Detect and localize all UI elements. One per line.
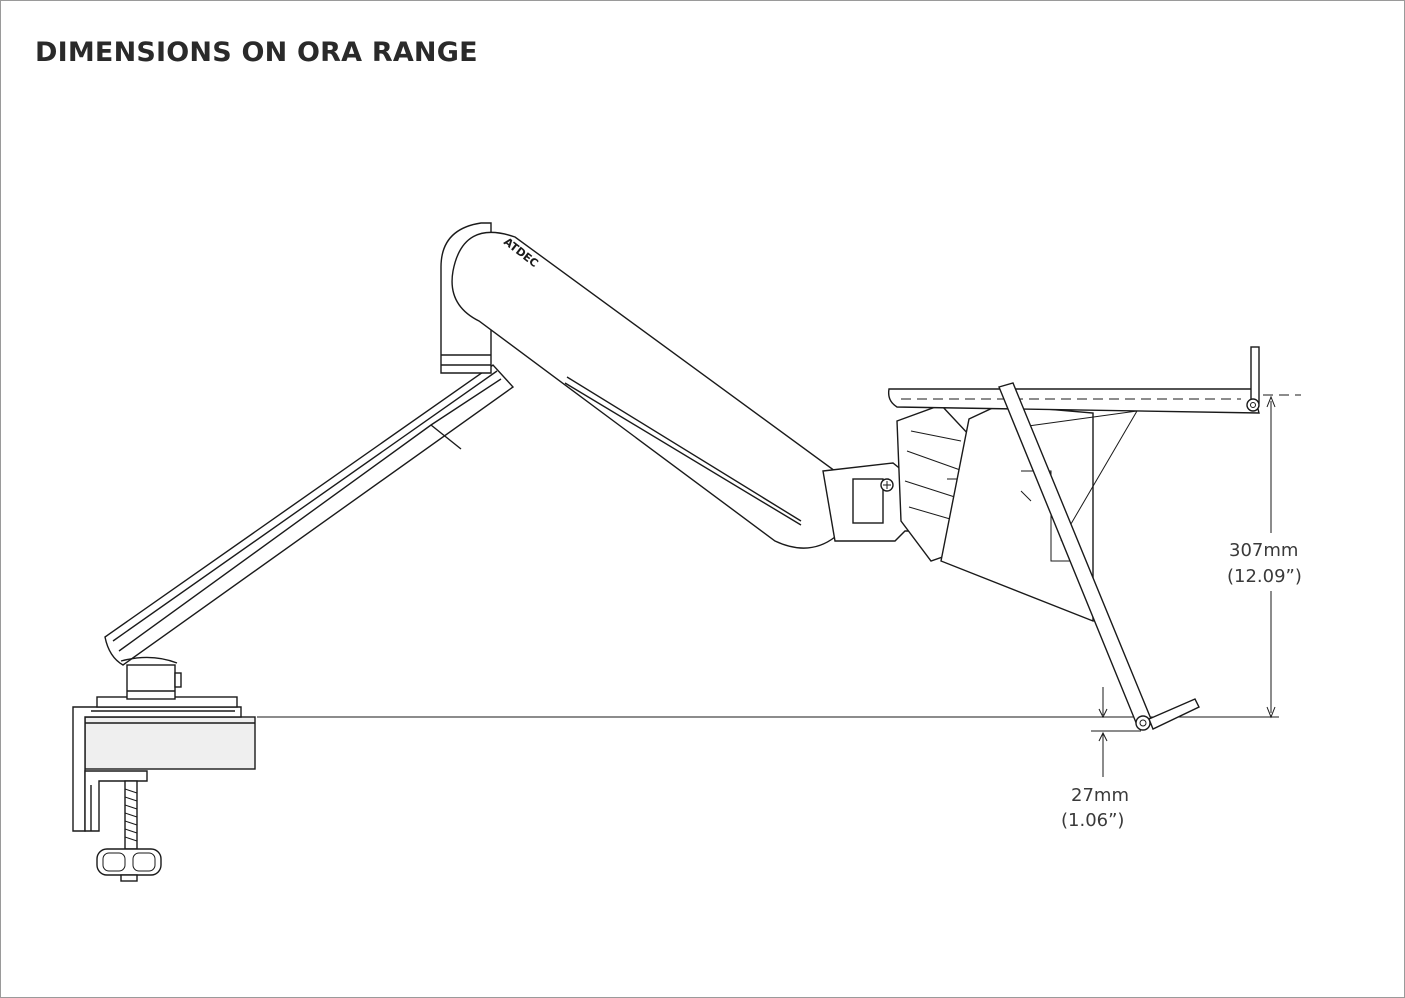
height-imperial-label: (12.09”)	[1227, 566, 1302, 587]
tilt-lever	[998, 382, 1200, 731]
height-dimension: 307mm (12.09”)	[1227, 394, 1302, 719]
tray-bracket	[940, 404, 1138, 623]
upper-arm: ATDEC	[451, 231, 851, 549]
depth-metric-label: 27mm	[1071, 785, 1129, 806]
height-metric-label: 307mm	[1229, 540, 1298, 561]
laptop-tray	[887, 346, 1260, 414]
desk-clamp	[72, 706, 242, 882]
page-title: DIMENSIONS ON ORA RANGE	[35, 37, 478, 68]
lower-arm	[104, 364, 515, 666]
desk-slab	[84, 716, 256, 770]
base-post	[96, 664, 238, 708]
depth-dimension: 27mm (1.06”)	[1061, 687, 1141, 831]
depth-imperial-label: (1.06”)	[1061, 810, 1124, 831]
